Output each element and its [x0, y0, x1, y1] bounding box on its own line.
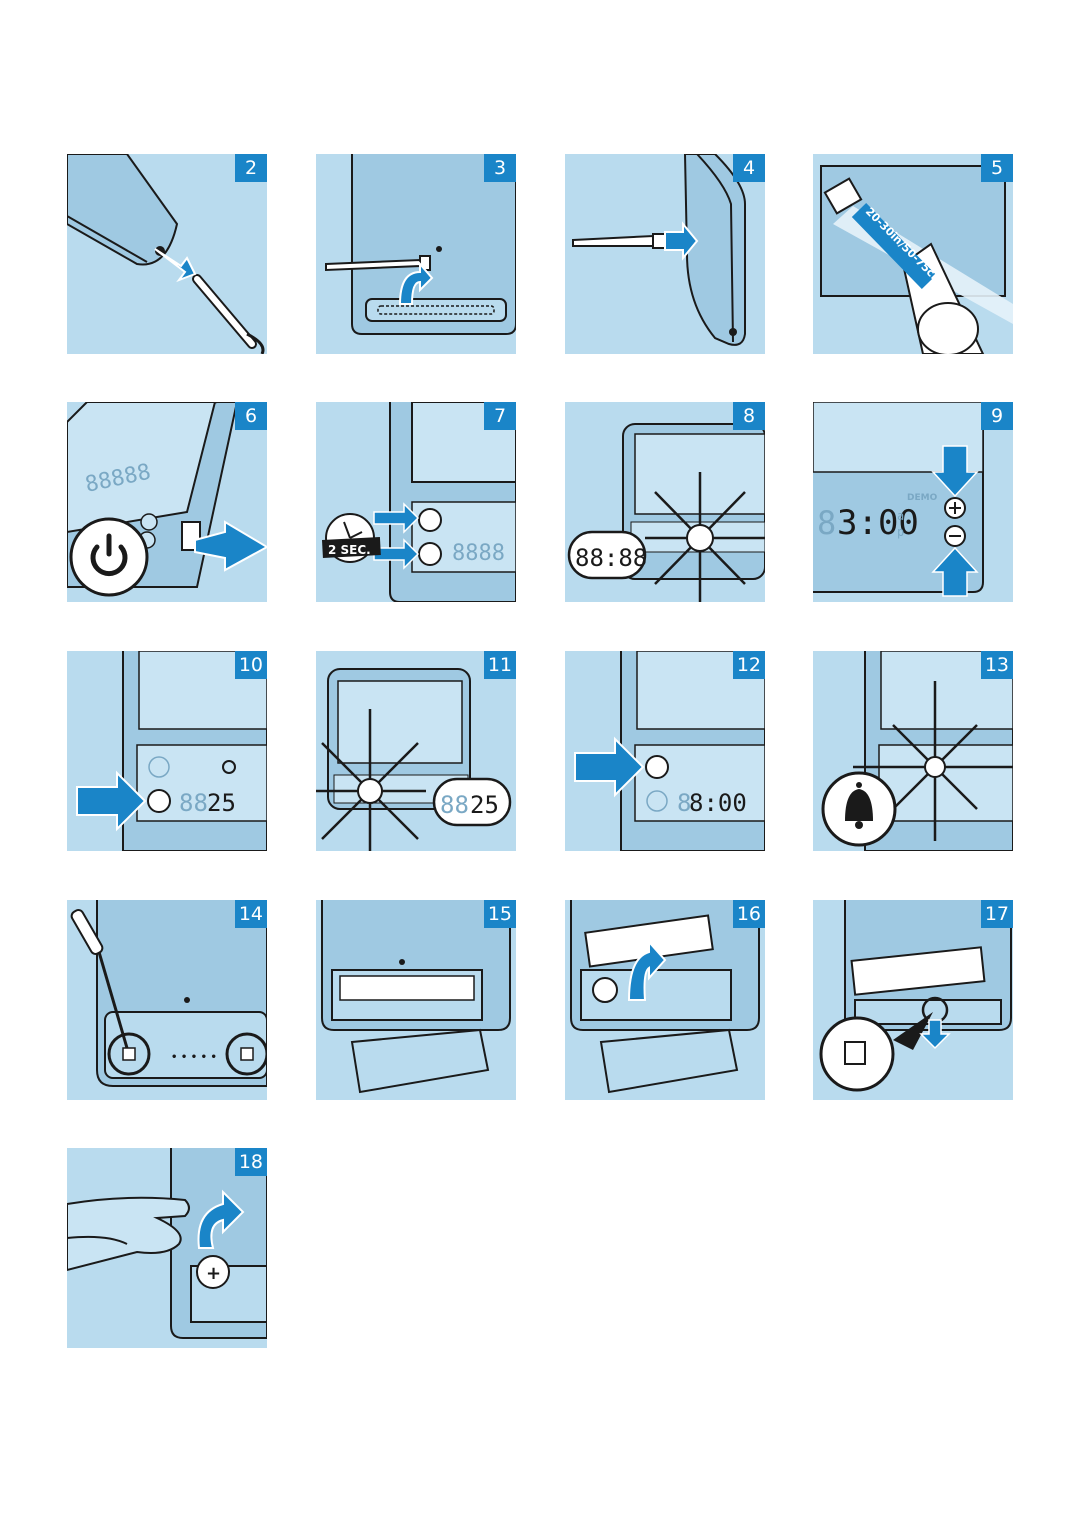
am-indicator: a: [897, 509, 904, 523]
step-number-badge: 13: [980, 651, 1013, 679]
timer-button-illustration: 88 25: [76, 651, 267, 851]
step-number-badge: 9: [981, 402, 1013, 430]
demo-label: DEMO: [907, 493, 938, 503]
step-13-panel: 13: [813, 651, 1013, 851]
replace-coin-battery-illustration: +: [67, 1148, 267, 1339]
step-number-badge: 6: [235, 402, 267, 430]
step-9-panel: 8 3:00 DEMO a p 9: [813, 402, 1013, 602]
svg-text:8: 8: [677, 789, 691, 817]
step-number-badge: 7: [484, 402, 516, 430]
svg-text:88: 88: [179, 789, 208, 817]
step-10-panel: 88 25 10: [67, 651, 267, 851]
step-5-panel: 20-30in/50-75cm 5: [813, 154, 1013, 354]
svg-text:• • • • •: • • • • •: [171, 1052, 217, 1063]
disconnect-plug-illustration: [819, 900, 1012, 1092]
step-number-badge: 5: [981, 154, 1013, 182]
time-display-8888: 88:88: [575, 544, 647, 572]
unscrew-cover-illustration: • • • • •: [70, 900, 267, 1087]
step-number-badge: 14: [234, 900, 267, 928]
alarm-display-800: 8:00: [689, 789, 747, 817]
antenna-fold-illustration: [325, 154, 516, 335]
step-number-badge: 4: [733, 154, 765, 182]
step-14-panel: • • • • • 14: [67, 900, 267, 1100]
timer-display-25: 25: [207, 789, 236, 817]
step-number-badge: 3: [484, 154, 516, 182]
placement-distance-illustration: 20-30in/50-75cm: [820, 165, 1013, 354]
svg-text:88: 88: [440, 791, 469, 819]
step-number-badge: 11: [483, 651, 516, 679]
timer-display-25-zoom: 25: [470, 791, 499, 819]
step-number-badge: 18: [234, 1148, 267, 1176]
hold-time-label: 2 SEC.: [328, 543, 371, 557]
display-flashing-illustration: 88:88: [567, 423, 765, 602]
step-number-badge: 15: [483, 900, 516, 928]
step-number-badge: 16: [732, 900, 765, 928]
alarm-button-illustration: 8 8:00: [574, 651, 765, 851]
time-display-300: 3:00: [837, 503, 919, 543]
step-15-panel: 15: [316, 900, 516, 1100]
step-number-badge: 8: [733, 402, 765, 430]
step-16-panel: 16: [565, 900, 765, 1100]
step-number-badge: 2: [235, 154, 267, 182]
power-adapter-illustration: [67, 154, 265, 354]
pm-indicator: p: [897, 525, 904, 539]
step-number-badge: 17: [980, 900, 1013, 928]
antenna-attach-illustration: [572, 154, 746, 346]
step-12-panel: 8 8:00 12: [565, 651, 765, 851]
step-2-panel: 2: [67, 154, 267, 354]
step-number-badge: 12: [732, 651, 765, 679]
hold-two-seconds-illustration: 8888 2 SEC.: [322, 402, 516, 602]
step-8-panel: 88:88 8: [565, 402, 765, 602]
battery-plus-label: +: [206, 1263, 221, 1284]
timer-set-illustration: 88 25: [316, 668, 512, 851]
power-on-illustration: 88888: [67, 402, 267, 597]
step-4-panel: 4: [565, 154, 765, 354]
alarm-on-illustration: [821, 651, 1013, 851]
remove-cover-illustration: [321, 900, 511, 1094]
remove-battery-pack-illustration: [570, 900, 760, 1094]
svg-text:8888: 8888: [452, 541, 505, 566]
set-time-illustration: 8 3:00 DEMO a p: [813, 402, 984, 597]
step-6-panel: 88888 6: [67, 402, 267, 602]
step-number-badge: 10: [234, 651, 267, 679]
svg-text:8: 8: [817, 504, 836, 542]
step-7-panel: 8888 2 SEC. 7: [316, 402, 516, 602]
step-18-panel: + 18: [67, 1148, 267, 1348]
step-17-panel: 17: [813, 900, 1013, 1100]
step-11-panel: 88 25 11: [316, 651, 516, 851]
step-3-panel: 3: [316, 154, 516, 354]
